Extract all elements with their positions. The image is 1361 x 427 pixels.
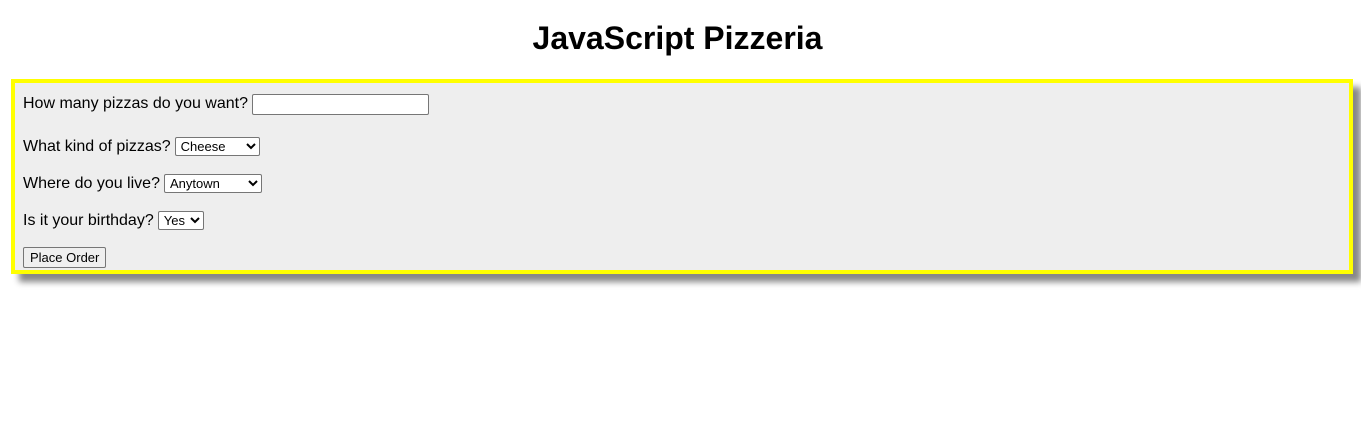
quantity-label: How many pizzas do you want? — [23, 95, 248, 112]
location-label: Where do you live? — [23, 174, 160, 192]
birthday-label: Is it your birthday? — [23, 211, 154, 229]
birthday-row: Is it your birthday? Yes — [23, 202, 1341, 239]
quantity-input[interactable] — [252, 93, 429, 115]
pizza-type-row: What kind of pizzas? Cheese — [23, 128, 1341, 165]
pizza-type-select[interactable]: Cheese — [174, 137, 260, 156]
place-order-button[interactable]: Place Order — [23, 247, 107, 268]
order-form: How many pizzas do you want? What kind o… — [11, 79, 1353, 274]
pizza-type-label: What kind of pizzas? — [23, 137, 171, 155]
birthday-select[interactable]: Yes — [157, 211, 204, 230]
quantity-row: How many pizzas do you want? — [23, 91, 1341, 117]
submit-row: Place Order — [23, 239, 1341, 276]
location-select[interactable]: Anytown — [163, 174, 262, 193]
location-row: Where do you live? Anytown — [23, 165, 1341, 202]
page-title: JavaScript Pizzeria — [532, 20, 823, 56]
